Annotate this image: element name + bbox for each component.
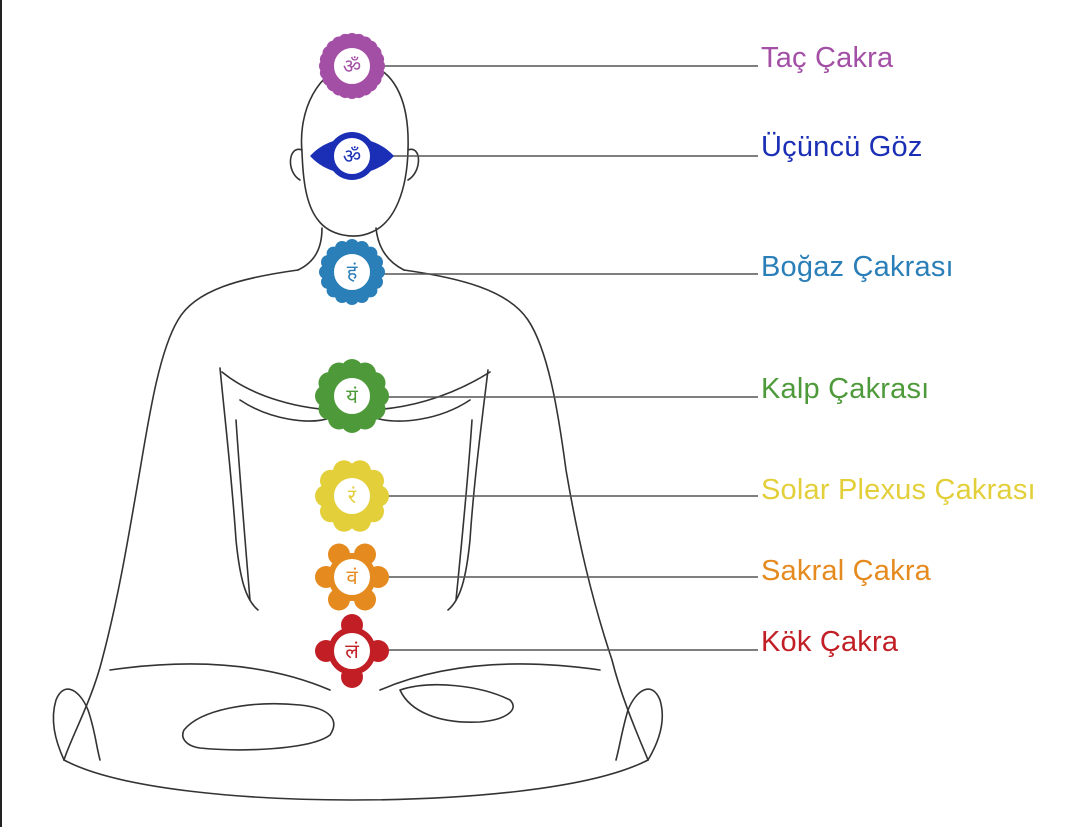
left-arm-outer	[63, 269, 299, 761]
right-arm-inner	[447, 369, 489, 611]
left-arm-inner	[219, 367, 259, 611]
chakra-seed-glyph: ॐ	[343, 54, 361, 78]
label-heart: Kalp Çakrası	[761, 373, 930, 405]
chakra-seed-glyph: लं	[345, 639, 359, 663]
label-root: Kök Çakra	[761, 626, 899, 658]
left-frame-border	[0, 0, 2, 827]
legs-outline	[63, 759, 649, 801]
torso-right	[455, 419, 473, 601]
label-crown: Taç Çakra	[761, 42, 894, 74]
sixteen-petal-lotus-icon: हं	[319, 239, 385, 305]
chakra-seed-glyph: यं	[346, 384, 358, 408]
torso-left	[235, 419, 251, 601]
lotus-thousand-petal-icon: ॐ	[319, 33, 385, 99]
ten-petal-triangle-icon: रं	[315, 460, 389, 532]
right-arm-outer	[403, 269, 649, 761]
left-hand	[52, 688, 101, 761]
left-ear	[289, 148, 303, 181]
right-foot	[399, 684, 514, 723]
label-throat: Boğaz Çakrası	[761, 251, 954, 283]
neck-right	[375, 227, 405, 271]
hexagram-lotus-icon: यं	[315, 359, 389, 433]
chakra-seed-glyph: हं	[347, 260, 358, 284]
chakra-seed-glyph: रं	[348, 484, 357, 508]
chakra-seed-glyph: वं	[346, 565, 358, 589]
pec-left	[239, 399, 331, 422]
chakra-seed-glyph: ॐ	[343, 144, 361, 168]
label-solar-plexus: Solar Plexus Çakrası	[761, 474, 1036, 506]
label-third-eye: Üçüncü Göz	[761, 131, 923, 163]
left-thigh	[109, 663, 331, 691]
two-petal-eye-icon: ॐ	[310, 132, 394, 180]
neck-left	[297, 227, 323, 271]
four-petal-square-icon: लं	[315, 614, 389, 688]
right-ear	[407, 148, 420, 181]
left-foot	[182, 702, 335, 751]
right-thigh	[379, 663, 601, 691]
label-sacral: Sakral Çakra	[761, 555, 932, 587]
right-hand	[615, 688, 664, 761]
pec-right	[374, 399, 471, 422]
six-petal-crescent-icon: वं	[315, 543, 389, 611]
